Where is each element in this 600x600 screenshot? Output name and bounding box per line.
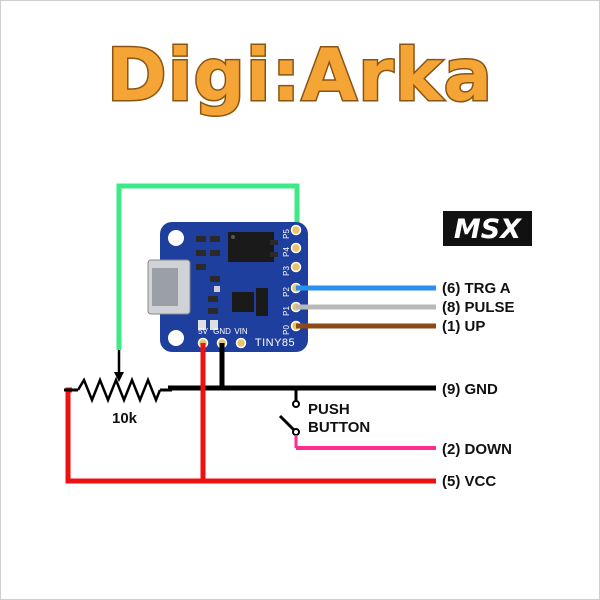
pin-label-p5: P5	[282, 229, 291, 239]
pin-label-p2: P2	[282, 287, 291, 297]
pin-label-p4: P4	[282, 247, 291, 257]
pin-label-5v: 5V	[198, 327, 208, 336]
title: Digi:Arka	[107, 33, 493, 117]
label-up: (1) UP	[442, 318, 485, 335]
pin-label-p3: P3	[282, 266, 291, 276]
push-button-switch	[278, 388, 300, 448]
digispark-board: P5 P4 P3 P2 P1 P0 5V GND VIN TINY85	[147, 222, 308, 352]
msx-logo-text: MSX	[454, 214, 522, 245]
attiny85-chip	[228, 232, 274, 262]
board-model-label: TINY85	[255, 337, 295, 349]
pin-label-vin: VIN	[234, 327, 248, 336]
label-pulse: (8) PULSE	[442, 299, 515, 316]
wiper-wire	[116, 183, 300, 350]
label-down: (2) DOWN	[442, 441, 512, 458]
label-gnd: (9) GND	[442, 381, 498, 398]
pin-label-p0: P0	[282, 325, 291, 335]
pin-label-gnd: GND	[213, 327, 231, 336]
label-vcc: (5) VCC	[442, 473, 496, 490]
msx-logo: MSX	[443, 211, 532, 246]
label-trg-a: (6) TRG A	[442, 280, 511, 297]
pin-label-p1: P1	[282, 306, 291, 316]
potentiometer-value-label: 10k	[112, 410, 138, 427]
potentiometer	[64, 350, 172, 404]
push-button-label-line1: PUSH	[308, 401, 350, 418]
push-button-label-line2: BUTTON	[308, 419, 370, 436]
